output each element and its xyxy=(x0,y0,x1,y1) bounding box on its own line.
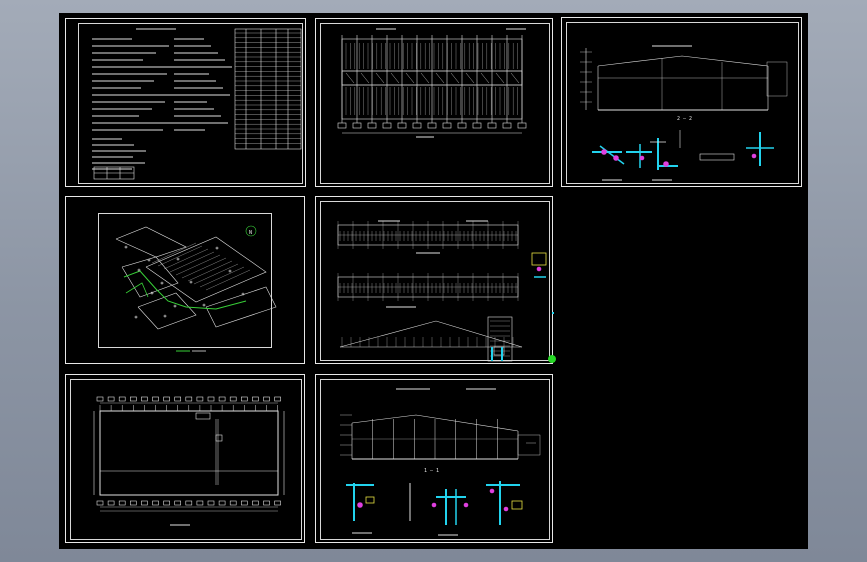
sheet-frame xyxy=(320,379,550,540)
roof-plan-drawing xyxy=(337,28,527,138)
grip-point-icon[interactable] xyxy=(548,355,556,363)
section-1-1-sheet[interactable]: 1 — 1 xyxy=(315,374,553,543)
drawing-canvas[interactable]: 2 — 2 N 1 — 1 xyxy=(59,13,808,549)
section-label: 2 — 2 xyxy=(677,116,692,122)
section-2-2-sheet[interactable]: 2 — 2 xyxy=(561,17,802,187)
design-notes-drawing xyxy=(92,28,302,180)
design-notes-sheet[interactable] xyxy=(65,18,306,187)
floor-plan-drawing xyxy=(93,396,285,526)
section-label: 1 — 1 xyxy=(424,468,439,474)
north-arrow-label: N xyxy=(249,230,252,236)
section-1-1-drawing: 1 — 1 xyxy=(340,388,541,536)
sheet-frame xyxy=(98,213,272,348)
sheet-frame xyxy=(320,201,550,361)
elevations-sheet[interactable] xyxy=(315,196,554,364)
roof-plan-sheet[interactable] xyxy=(315,18,553,187)
sheet-frame xyxy=(566,22,799,184)
sheet-frame xyxy=(78,23,303,184)
elevations-drawing xyxy=(337,220,554,362)
section-2-2-drawing: 2 — 2 xyxy=(580,45,788,181)
sheet-frame xyxy=(70,379,302,540)
site-plan-sheet[interactable]: N xyxy=(65,196,305,364)
sheet-frame xyxy=(320,23,550,184)
floor-plan-sheet[interactable] xyxy=(65,374,305,543)
site-plan-drawing: N xyxy=(115,225,277,352)
